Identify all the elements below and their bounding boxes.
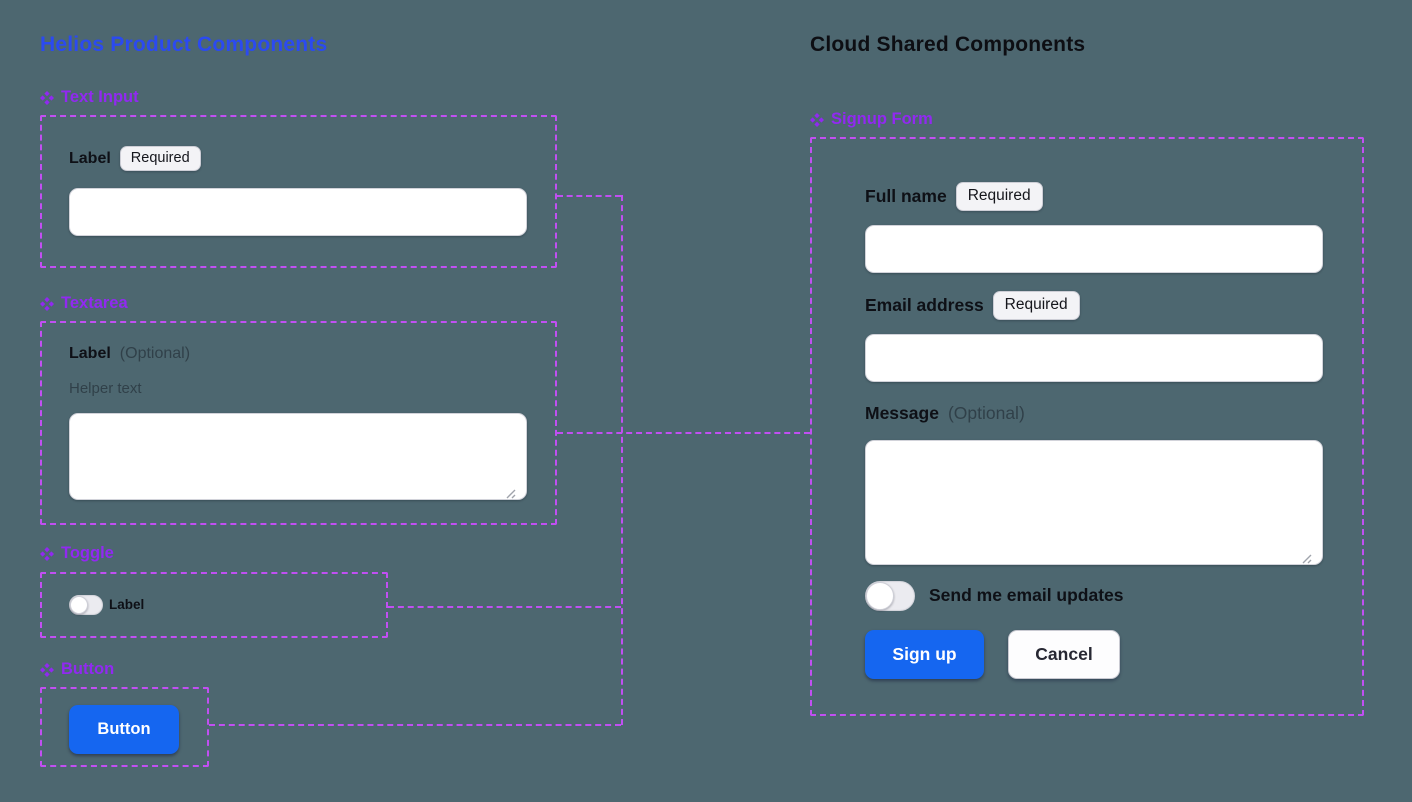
textarea-heading-label: Textarea — [61, 294, 128, 312]
resize-grip-icon — [1301, 551, 1358, 710]
text-input-field[interactable] — [69, 188, 527, 236]
component-icon — [40, 296, 54, 311]
connector-button — [209, 724, 621, 726]
full-name-label-row: Full name Required — [865, 182, 1043, 211]
textarea-label-row: Label (Optional) — [69, 345, 190, 363]
optional-note: (Optional) — [947, 403, 1025, 423]
textarea-frame: Label (Optional) Helper text — [40, 321, 557, 525]
required-badge: Required — [955, 182, 1043, 211]
email-label-row: Email address Required — [865, 291, 1080, 320]
text-input-frame: Label Required — [40, 115, 557, 268]
toggle-switch[interactable] — [69, 595, 103, 615]
text-input-label-row: Label Required — [69, 146, 201, 171]
right-panel-title: Cloud Shared Components — [810, 33, 1086, 56]
button-heading: Button — [40, 660, 114, 679]
textarea-heading: Textarea — [40, 294, 128, 313]
sample-button[interactable]: Button — [69, 705, 179, 754]
email-updates-toggle[interactable] — [865, 581, 915, 611]
component-icon — [40, 546, 54, 561]
signup-form-heading: Signup Form — [810, 110, 933, 129]
email-input[interactable] — [865, 334, 1323, 382]
connector-text-input — [557, 195, 621, 197]
toggle-label: Label — [109, 597, 145, 612]
text-input-heading: Text Input — [40, 88, 139, 107]
required-badge: Required — [119, 146, 201, 171]
required-badge: Required — [992, 291, 1080, 320]
optional-note: (Optional) — [119, 345, 191, 362]
component-icon — [40, 662, 54, 677]
full-name-input[interactable] — [865, 225, 1323, 273]
toggle-knob — [70, 596, 88, 614]
signup-form-frame: Full name Required Email address Require… — [810, 137, 1364, 716]
toggle-frame: Label — [40, 572, 388, 638]
toggle-heading-label: Toggle — [61, 544, 114, 562]
message-label: Message — [865, 403, 939, 423]
text-input-label: Label — [69, 149, 111, 167]
cancel-button[interactable]: Cancel — [1008, 630, 1120, 679]
textarea-label: Label — [69, 345, 111, 362]
toggle-heading: Toggle — [40, 544, 114, 563]
component-icon — [40, 90, 54, 105]
button-frame: Button — [40, 687, 209, 767]
textarea-field[interactable] — [69, 413, 527, 500]
left-panel-title: Helios Product Components — [40, 33, 328, 56]
connector-toggle — [388, 606, 621, 608]
component-icon — [810, 112, 824, 127]
message-textarea[interactable] — [865, 440, 1323, 565]
button-heading-label: Button — [61, 660, 115, 678]
textarea-helper-text: Helper text — [69, 380, 142, 397]
connector-textarea-to-form — [557, 432, 810, 434]
full-name-label: Full name — [865, 186, 947, 206]
email-label: Email address — [865, 295, 984, 315]
signup-form-heading-label: Signup Form — [831, 110, 933, 128]
sign-up-button[interactable]: Sign up — [865, 630, 984, 679]
connector-bus-vertical — [621, 195, 623, 725]
toggle-knob — [866, 582, 894, 610]
email-updates-label: Send me email updates — [929, 585, 1124, 605]
text-input-heading-label: Text Input — [61, 88, 139, 106]
message-label-row: Message (Optional) — [865, 403, 1025, 424]
